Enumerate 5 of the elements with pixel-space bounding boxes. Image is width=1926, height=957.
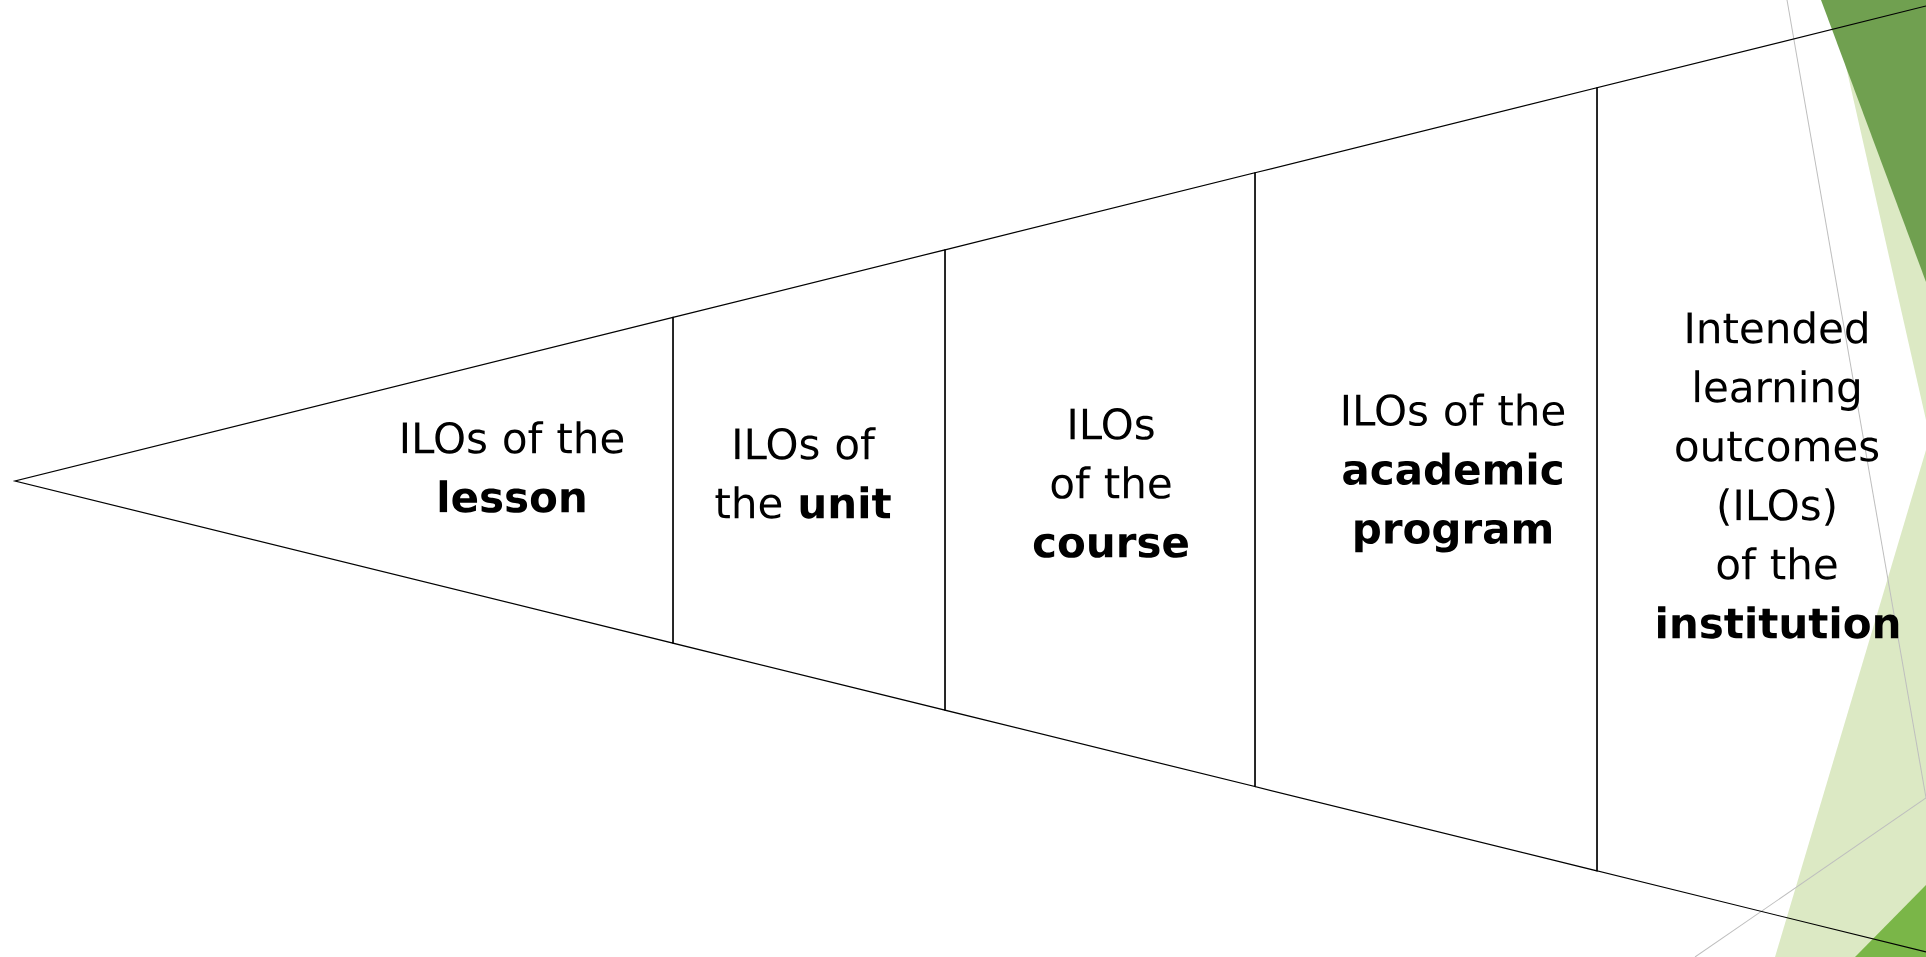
funnel-segment: ILOs of the unit [672, 249, 946, 711]
funnel-segment: ILOs of the academic program [1254, 87, 1598, 872]
funnel-segment: ILOs of the course [944, 172, 1256, 788]
funnel-segment: Intended learning outcomes (ILOs) of the institution [1596, 5, 1926, 953]
funnel-segment: ILOs of the lesson [12, 316, 674, 644]
